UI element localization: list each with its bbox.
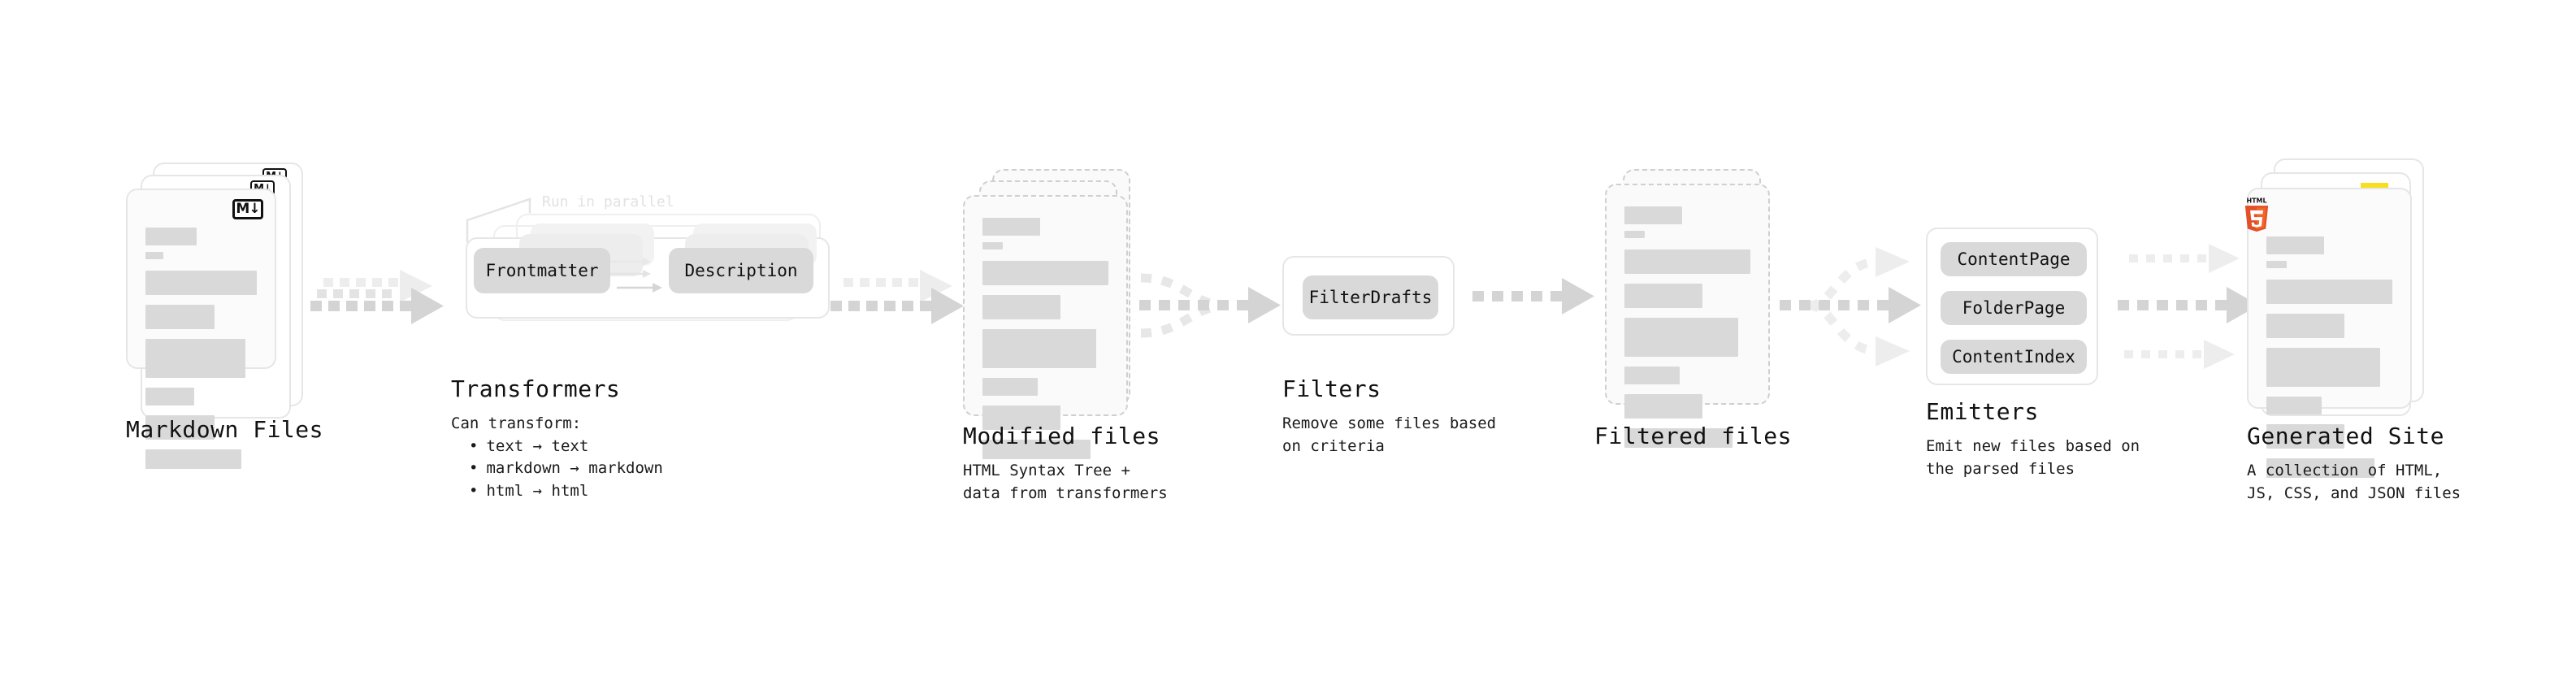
doc-content-bar	[982, 295, 1061, 319]
doc-content-bar	[2266, 261, 2287, 268]
markdown-icon: M↓	[232, 199, 263, 219]
markdown-card-front: M↓	[126, 189, 276, 469]
doc-content-bar	[2266, 236, 2325, 254]
emitters-pill-label: FolderPage	[1962, 298, 2066, 318]
markdown-badge-label: M↓	[232, 199, 263, 219]
generated-site-description: A collection of HTML, JS, CSS, and JSON …	[2247, 462, 2461, 502]
doc-content-bar	[982, 242, 1003, 249]
doc-content-bars	[145, 228, 257, 469]
generated-card-front: HTML	[2244, 188, 2412, 478]
doc-content-bar	[145, 228, 197, 245]
filters-box: FilterDrafts	[1282, 256, 1455, 336]
doc-content-bar	[1624, 249, 1750, 274]
stage-title-modified-files: Modified files	[963, 423, 1161, 449]
emitters-pill-contentpage[interactable]: ContentPage	[1941, 242, 2087, 276]
doc-content-bar	[2266, 397, 2322, 414]
arrow-markdown-to-transformers	[310, 270, 444, 324]
emitters-pill-contentindex[interactable]: ContentIndex	[1941, 340, 2087, 374]
doc-content-bar	[145, 415, 215, 440]
doc-content-bar	[2266, 424, 2345, 449]
transformers-bullet-item: html → html	[469, 480, 663, 503]
doc-content-bar	[982, 261, 1108, 285]
stage-title-transformers: Transformers	[451, 375, 621, 402]
transformers-description: Can transform: text → text markdown → ma…	[451, 413, 663, 502]
doc-content-bar	[1624, 367, 1680, 384]
doc-content-bar	[145, 388, 195, 406]
doc-content-bar	[145, 252, 163, 259]
emitters-pill-label: ContentPage	[1957, 249, 2071, 269]
doc-content-bars	[2266, 236, 2392, 478]
arrow-emitters-to-site	[2118, 244, 2259, 369]
emitters-pill-folderpage[interactable]: FolderPage	[1941, 291, 2087, 325]
emitters-box: ContentPage FolderPage ContentIndex	[1926, 228, 2098, 385]
doc-content-bar	[1624, 318, 1738, 357]
transformers-lead: Can transform:	[451, 414, 582, 432]
arrow-modified-to-filters	[1139, 273, 1281, 338]
html5-icon: HTML	[2244, 197, 2269, 232]
stage-title-emitters: Emitters	[1926, 398, 2039, 425]
doc-content-bar	[982, 440, 1091, 459]
doc-content-bar	[982, 329, 1096, 368]
doc-content-bar	[1624, 428, 1733, 448]
arrow-filtered-to-emitters	[1780, 247, 1921, 367]
stage-title-filtered-files: Filtered files	[1594, 423, 1793, 449]
doc-content-bar	[145, 305, 215, 329]
transformers-bullet-item: text → text	[469, 436, 663, 458]
transformer-pill-frontmatter-label: Frontmatter	[485, 261, 599, 280]
filters-pill-label: FilterDrafts	[1308, 288, 1433, 307]
doc-content-bar	[982, 218, 1041, 236]
transformer-pill-description[interactable]: Description	[669, 248, 813, 293]
doc-content-bar	[1624, 206, 1683, 224]
arrow-filters-to-filtered	[1472, 278, 1594, 314]
doc-content-bar	[2266, 280, 2392, 304]
transformer-inner-arrows	[610, 258, 662, 293]
doc-content-bar	[145, 271, 257, 295]
svg-text:HTML: HTML	[2246, 197, 2266, 205]
transformers-bullet-item: markdown → markdown	[469, 458, 662, 480]
emitters-pill-label: ContentIndex	[1952, 347, 2075, 367]
filtered-files-stack	[1605, 169, 1784, 448]
doc-content-bar	[982, 378, 1039, 396]
markdown-files-stack: M↓ M↓ M↓	[126, 163, 305, 469]
filtered-card-front	[1605, 184, 1770, 448]
run-in-parallel-label: Run in parallel	[542, 193, 674, 210]
modified-files-stack	[963, 169, 1142, 459]
transformer-pill-description-label: Description	[684, 261, 798, 280]
doc-content-bar	[982, 406, 1061, 430]
stage-title-generated-site: Generated Site	[2247, 423, 2445, 449]
transformers-bullet-list: text → text markdown → markdown html → h…	[451, 436, 663, 503]
doc-content-bars	[982, 218, 1108, 459]
doc-content-bars	[1624, 206, 1750, 448]
arrow-transformers-to-modified	[830, 270, 964, 324]
generated-site-stack: CSS HTML	[2244, 158, 2434, 478]
filters-description: Remove some files based on criteria	[1282, 414, 1497, 455]
modified-card-front	[963, 195, 1128, 459]
doc-content-bar	[145, 339, 246, 378]
emitters-description: Emit new files based on the parsed files	[1926, 437, 2140, 478]
doc-content-bar	[1624, 231, 1645, 238]
modified-files-description: HTML Syntax Tree + data from transformer…	[963, 462, 1168, 502]
doc-content-bar	[2266, 314, 2345, 338]
run-in-parallel-bracket	[466, 197, 531, 243]
transformers-group: Run in parallel Frontmatter	[451, 191, 833, 354]
doc-content-bar	[1624, 394, 1703, 419]
doc-content-bar	[2266, 458, 2375, 478]
transformer-pill-frontmatter[interactable]: Frontmatter	[474, 248, 610, 293]
doc-content-bar	[1624, 284, 1703, 308]
doc-content-bar	[2266, 348, 2380, 387]
stage-title-markdown-files: Markdown Files	[126, 416, 324, 443]
stage-title-filters: Filters	[1282, 375, 1381, 402]
doc-content-bar	[145, 449, 241, 469]
filters-pill-filterdrafts[interactable]: FilterDrafts	[1303, 275, 1438, 319]
